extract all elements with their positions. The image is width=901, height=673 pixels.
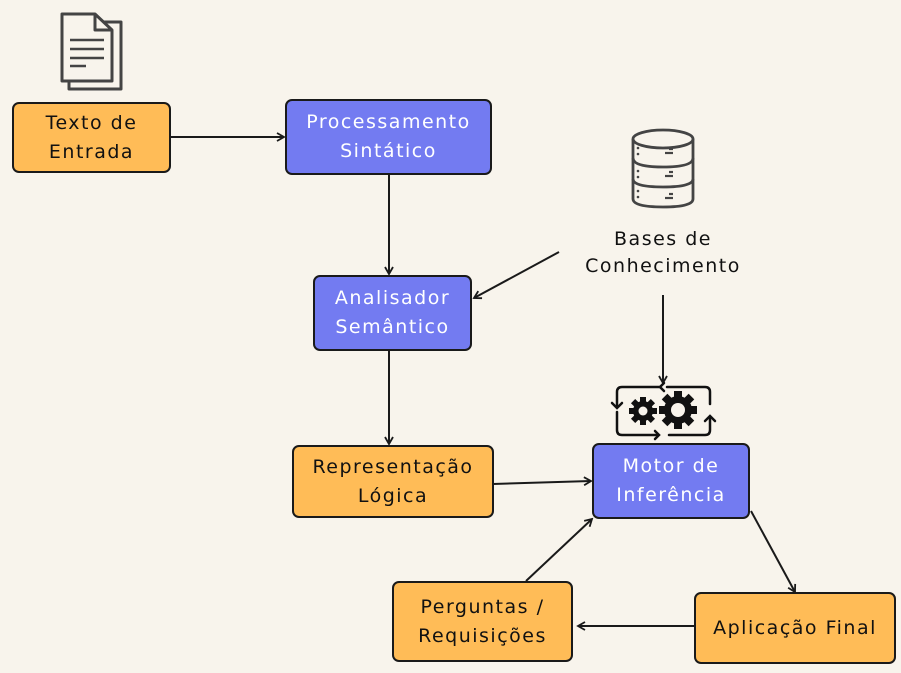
node-aplicacao-final: Aplicação Final <box>694 592 896 664</box>
edge-motor-to-aplicacao <box>750 510 797 594</box>
node-representacao-logica: Representação Lógica <box>292 445 494 518</box>
node-motor-de-inferencia: Motor de Inferência <box>592 443 750 519</box>
node-texto-de-entrada: Texto de Entrada <box>12 102 171 173</box>
node-perguntas-requisicoes: Perguntas / Requisições <box>392 581 573 662</box>
edge-representacao-to-motor <box>492 476 593 486</box>
label-bases-de-conhecimento: Bases de Conhecimento <box>585 228 741 277</box>
edge-perguntas-to-motor <box>525 517 594 582</box>
node-processamento-sintatico: Processamento Sintático <box>285 99 492 175</box>
node-analisador-semantico: Analisador Semântico <box>313 275 472 351</box>
edge-bases-to-analisador <box>472 251 560 300</box>
